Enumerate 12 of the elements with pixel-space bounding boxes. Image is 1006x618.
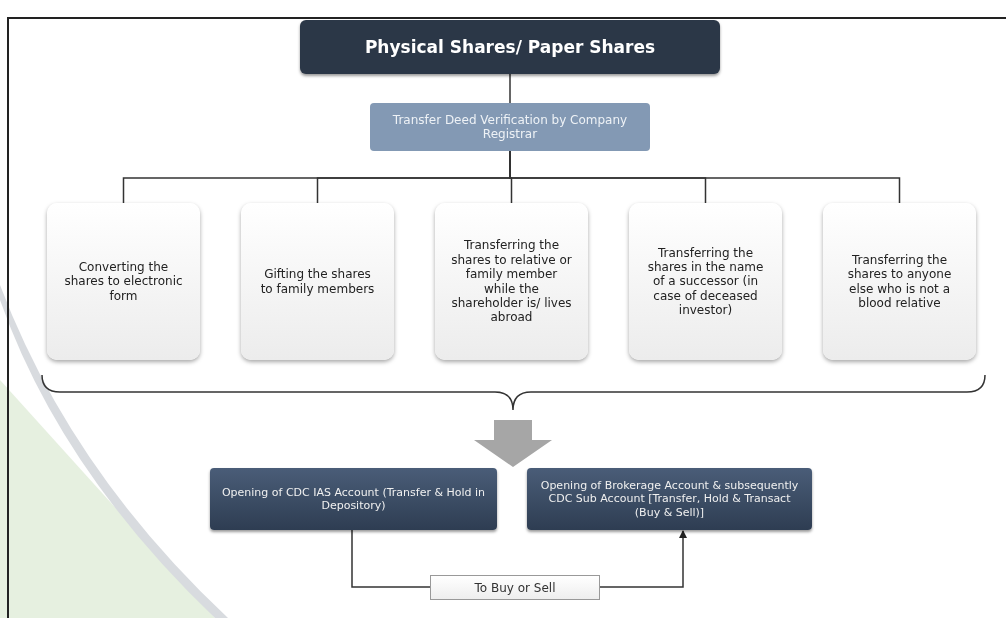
option-card: Gifting the shares to family members (241, 203, 394, 360)
block-arrow (474, 420, 552, 467)
title-box: Physical Shares/ Paper Shares (300, 20, 720, 74)
option-card: Transferring the shares in the name of a successor (in case of deceased investor) (629, 203, 782, 360)
process-box: Transfer Deed Verification by Company Registrar (370, 103, 650, 151)
option-card: Transferring the shares to anyone else who is not a blood relative (823, 203, 976, 360)
option-card: Converting the shares to electronic form (47, 203, 200, 360)
option-card: Transferring the shares to relative or family member while the shareholder is/ lives abroad (435, 203, 588, 360)
process-box: Opening of Brokerage Account & subsequently CDC Sub Account [Transfer, Hold & Transact (Buy & Sell)] (527, 468, 812, 530)
connector-line (509, 73, 511, 104)
edge-label: To Buy or Sell (430, 575, 600, 600)
process-box: Opening of CDC IAS Account (Transfer & Hold in Depository) (210, 468, 497, 530)
